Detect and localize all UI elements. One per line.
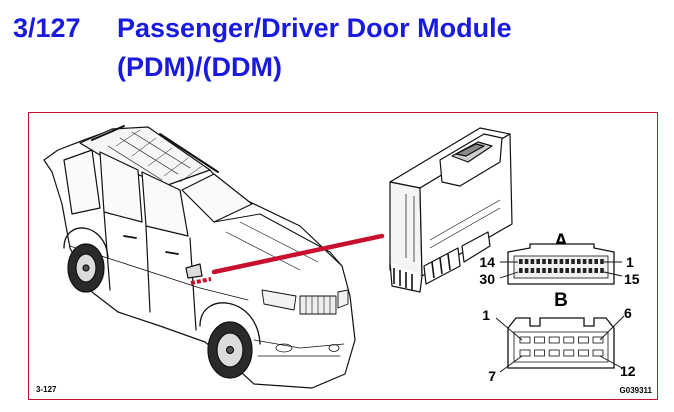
connector-b-pin-6: 6: [624, 305, 632, 321]
connector-a-pin-cavity: [542, 259, 546, 264]
connector-b-pin-cavity: [563, 336, 575, 344]
connector-a-pin-cavity: [582, 268, 587, 273]
connector-a-pin-1: 1: [626, 254, 634, 270]
connector-a-pin-cavity: [565, 268, 569, 273]
connector-b-pin-7: 7: [488, 368, 496, 384]
connector-a-pin-cavity: [571, 259, 575, 264]
page-title-line1: Passenger/Driver Door Module: [117, 13, 512, 43]
car-illustration: [43, 125, 356, 389]
connector-b-pin-12: 12: [620, 363, 636, 379]
connector-a-pin-cavity: [594, 259, 598, 264]
connector-b-pin-cavity: [578, 349, 589, 357]
figure-ref-code: 3-127: [36, 385, 57, 394]
connector-b-pin-cavity: [563, 349, 575, 357]
connector-a-pin-cavity: [559, 259, 564, 264]
connector-a-pin-cavity: [542, 268, 546, 273]
connector-a-pin-cavity: [530, 268, 535, 273]
connector-b-pin-cavity: [534, 349, 545, 357]
connector-a-pin-cavity: [600, 259, 604, 264]
connector-a-diagram: A 14 30 1 15: [479, 231, 639, 287]
connector-a-pin-cavity: [582, 259, 587, 264]
connector-b-pin-cavity: [534, 336, 545, 344]
connector-a-pin-cavity: [519, 268, 523, 273]
connector-a-pin-cavity: [548, 268, 552, 273]
connector-b-label: B: [554, 290, 568, 311]
connector-a-pin-cavity: [577, 259, 581, 264]
connector-a-pin-cavity: [559, 268, 564, 273]
connector-b-pin-cavity: [548, 349, 560, 357]
connector-b-pins: [519, 336, 604, 357]
connector-a-pin-15: 15: [624, 271, 640, 287]
connector-a-pin-cavity: [519, 259, 523, 264]
connector-a-pin-cavity: [577, 268, 581, 273]
connector-a-pin-cavity: [553, 268, 558, 273]
connector-a-pin-cavity: [600, 268, 604, 273]
connector-a-pin-cavity: [588, 268, 593, 273]
connector-b-pin-1: 1: [482, 307, 490, 323]
connector-a-pin-cavity: [536, 259, 540, 264]
connector-a-pin-cavity: [548, 259, 552, 264]
connector-a-pin-cavity: [536, 268, 540, 273]
connector-a-pins: [519, 259, 604, 273]
connector-a-pin-cavity: [588, 259, 593, 264]
connector-a-pin-cavity: [565, 259, 569, 264]
connector-b-diagram: B 1 7 6 12: [482, 290, 636, 384]
connector-b-pin-cavity: [578, 336, 589, 344]
page-title-line2: (PDM)/(DDM): [117, 52, 282, 82]
figure-number: 3/127: [13, 13, 81, 43]
connector-a-pin-cavity: [571, 268, 575, 273]
connector-a-pin-cavity: [530, 259, 535, 264]
connector-b-pin-cavity: [592, 336, 604, 344]
connector-b-pin-cavity: [592, 349, 604, 357]
connector-a-pin-cavity: [524, 268, 529, 273]
connector-b-pin-cavity: [519, 349, 531, 357]
connector-a-pin-cavity: [553, 259, 558, 264]
connector-a-pin-14: 14: [479, 254, 495, 270]
connector-b-pin-cavity: [548, 336, 560, 344]
connector-a-pin-cavity: [594, 268, 598, 273]
module-location-marker: [190, 233, 385, 285]
image-code: G039311: [620, 386, 653, 395]
connector-a-pin-30: 30: [479, 271, 495, 287]
connector-a-pin-cavity: [524, 259, 529, 264]
connector-b-pin-cavity: [519, 336, 531, 344]
diagram-frame: [28, 112, 658, 400]
door-module-unit: [389, 127, 513, 293]
